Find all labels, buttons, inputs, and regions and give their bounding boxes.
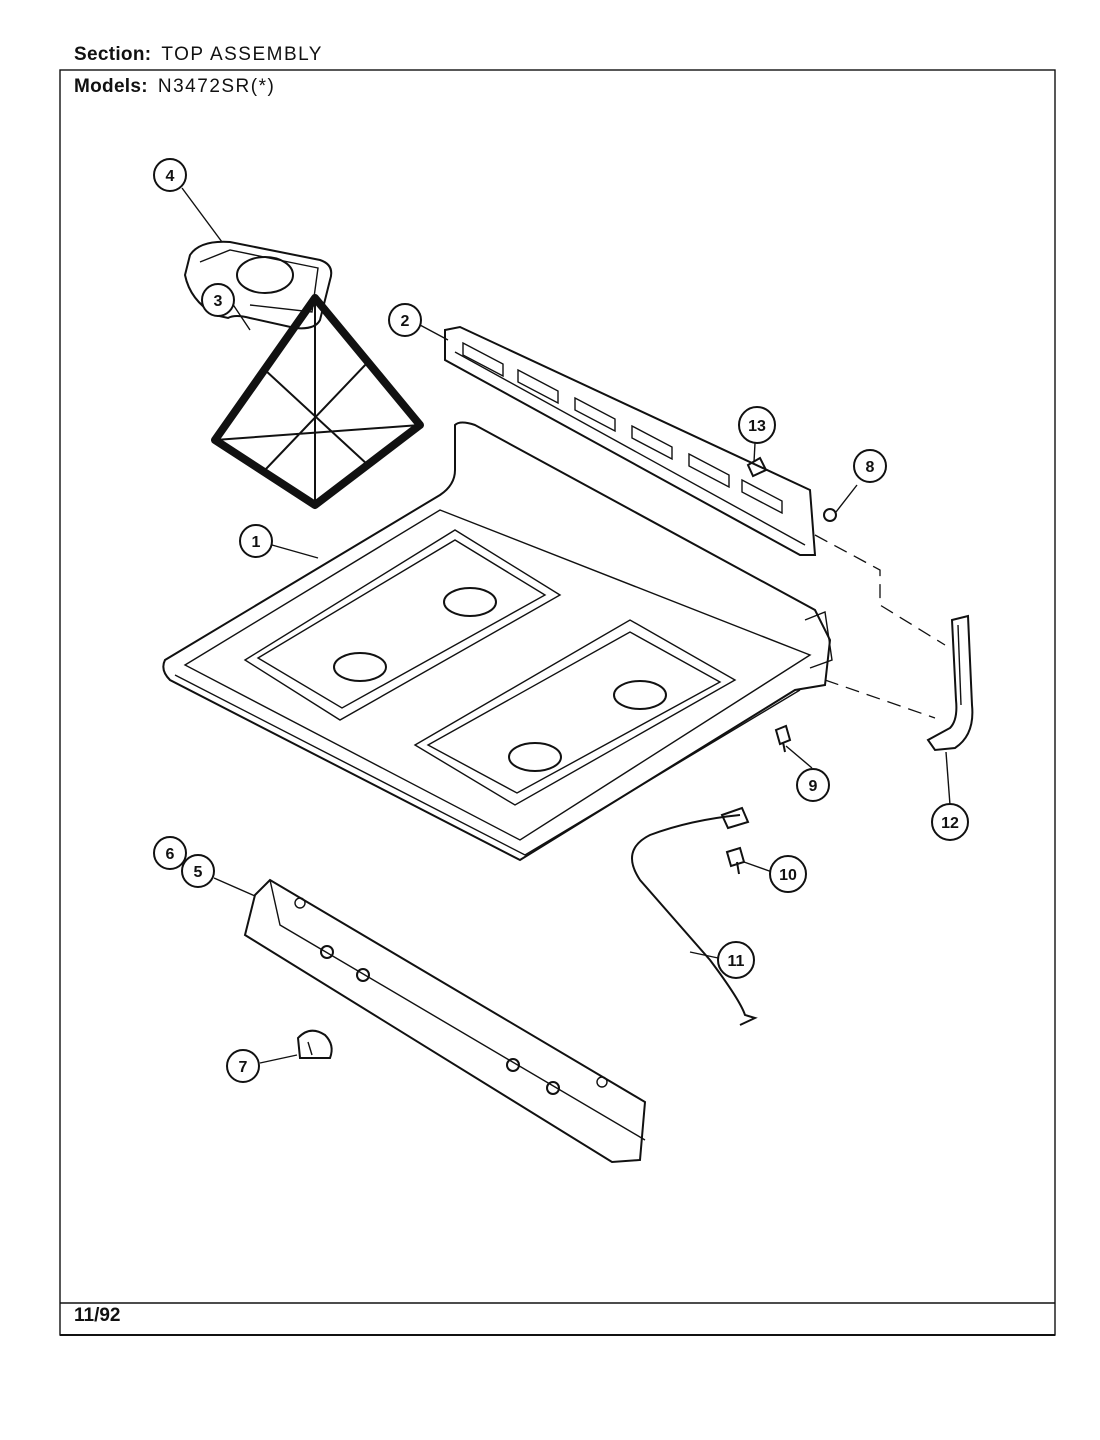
- callout-12-label: 12: [941, 815, 959, 832]
- part-9-screw: [774, 724, 792, 753]
- callout-6: 6: [153, 836, 187, 870]
- assembly-guide-line-2: [824, 679, 936, 719]
- callout-1: 1: [239, 524, 273, 558]
- callout-2-label: 2: [401, 313, 410, 330]
- callout-9-label: 9: [809, 778, 818, 795]
- callout-8-label: 8: [866, 459, 875, 476]
- diagram-frame: [59, 69, 1056, 1336]
- leader-lines: [181, 187, 951, 1064]
- part-5-manifold-panel: [243, 878, 647, 1164]
- section-title: TOP ASSEMBLY: [161, 44, 323, 65]
- callout-6-label: 6: [166, 846, 175, 863]
- callout-3: 3: [201, 283, 235, 317]
- part-13-clip: [746, 456, 768, 478]
- part-12-side-trim: [926, 614, 974, 752]
- callout-1-label: 1: [252, 534, 261, 551]
- revision-date: 11/92: [74, 1305, 121, 1326]
- callout-10: 10: [769, 855, 807, 893]
- assembly-guide-line: [814, 534, 946, 646]
- part-3-grate: [211, 294, 424, 509]
- section-header: Section: TOP ASSEMBLY: [74, 44, 323, 66]
- part-8-screw: [823, 508, 837, 522]
- callout-4: 4: [153, 158, 187, 192]
- part-1-cooktop: [162, 421, 833, 862]
- callout-10-label: 10: [779, 867, 797, 884]
- callout-5: 5: [181, 854, 215, 888]
- callout-8: 8: [853, 449, 887, 483]
- part-2-backguard-panel: [444, 325, 817, 556]
- callout-4-label: 4: [166, 168, 175, 185]
- callout-12: 12: [931, 803, 969, 841]
- callout-5-label: 5: [194, 864, 203, 881]
- callout-9: 9: [796, 768, 830, 802]
- part-7-knob: [296, 1029, 333, 1059]
- part-11-tube: [631, 806, 758, 1026]
- callout-11: 11: [717, 941, 755, 979]
- callout-7-label: 7: [239, 1059, 248, 1076]
- models-value: N3472SR(*): [157, 76, 276, 97]
- part-10-screw: [725, 846, 746, 875]
- models-label: Models:: [74, 76, 148, 97]
- callout-7: 7: [226, 1049, 260, 1083]
- callout-13: 13: [738, 406, 776, 444]
- models-header: Models: N3472SR(*): [74, 76, 275, 98]
- section-label: Section:: [74, 44, 152, 65]
- callout-11-label: 11: [728, 953, 745, 970]
- part-4-drip-pan: [183, 240, 333, 330]
- callout-13-label: 13: [748, 418, 766, 435]
- callout-2: 2: [388, 303, 422, 337]
- callout-3-label: 3: [214, 293, 223, 310]
